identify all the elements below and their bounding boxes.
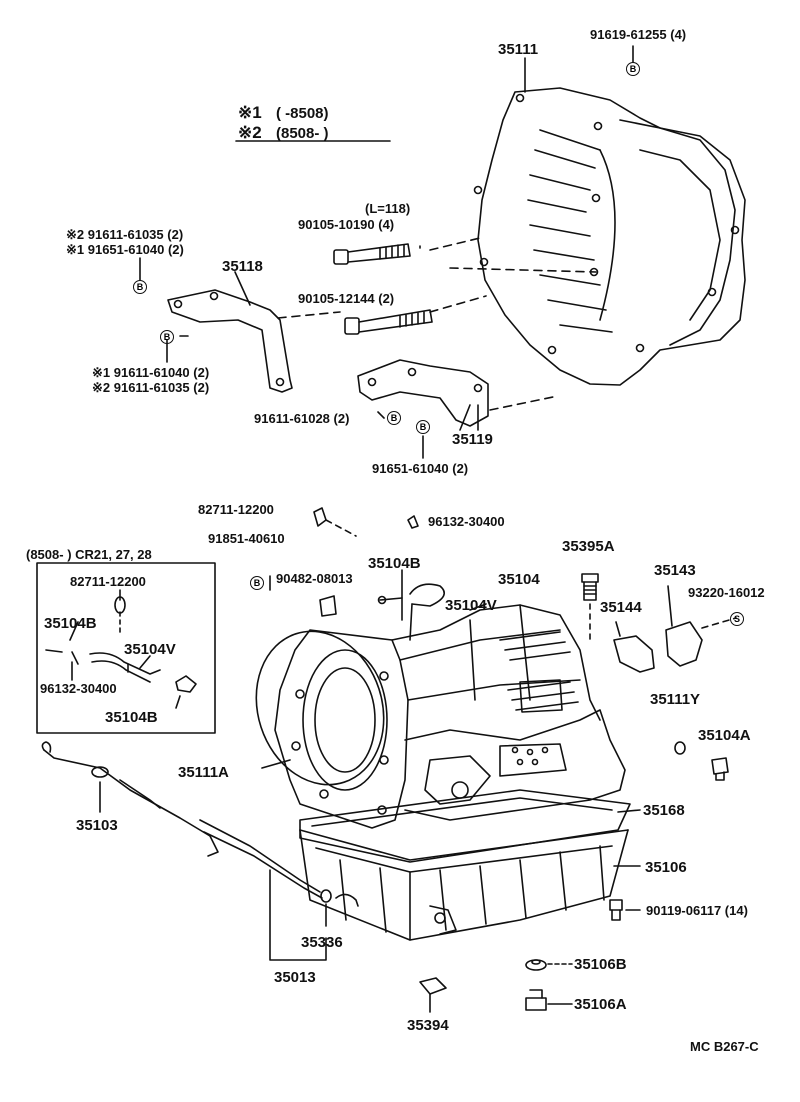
- label-35168: 35168: [643, 802, 685, 819]
- badge-b-91611-61028: B: [387, 411, 401, 425]
- label-35144: 35144: [600, 599, 642, 616]
- label-91851-40610: 91851-40610: [208, 531, 285, 546]
- label-35013: 35013: [274, 969, 316, 986]
- label-35111: 35111: [498, 41, 539, 58]
- inset-label-96132: 96132-30400: [40, 681, 117, 696]
- inset-header: (8508- ) CR21, 27, 28: [26, 547, 152, 562]
- label-35103: 35103: [76, 817, 118, 834]
- legend-note2-range: (8508- ): [276, 125, 329, 142]
- label-90119-06117: 90119-06117 (14): [646, 903, 748, 918]
- bracket-35119: [357, 359, 489, 427]
- oring-35111A: [255, 630, 385, 786]
- legend-note2-mark: ※2: [238, 123, 262, 142]
- label-35106A: 35106A: [574, 996, 627, 1013]
- badge-b-91619: B: [626, 62, 640, 76]
- label-35111A: 35111A: [178, 764, 229, 781]
- legend-note1-range: ( -8508): [276, 105, 329, 122]
- badge-b-91851: B: [250, 576, 264, 590]
- plug-35395A: [581, 573, 599, 641]
- label-93220-16012: 93220-16012: [688, 585, 765, 600]
- label-91611-61035-low: ※2 91611-61035 (2): [92, 380, 210, 395]
- badge-s-93220: S: [730, 612, 744, 626]
- filler-tube-35103: [41, 741, 323, 899]
- inset-label-35104V: 35104V: [124, 641, 176, 658]
- footer-code: MC B267-C: [690, 1039, 759, 1054]
- inset-label-82711: 82711-12200: [70, 574, 146, 589]
- label-90105-12144: 90105-12144 (2): [298, 291, 395, 306]
- housing-35111: [473, 87, 746, 386]
- label-96132-30400: 96132-30400: [428, 514, 505, 529]
- bolt-90105-10190: [333, 243, 411, 265]
- label-L118: (L=118): [365, 201, 411, 216]
- label-35395A: 35395A: [562, 538, 615, 555]
- label-35104B: 35104B: [368, 555, 421, 572]
- label-91651-61040-top: ※1 91651-61040 (2): [66, 242, 184, 257]
- oil-pan-35106: [299, 829, 629, 941]
- label-35336: 35336: [301, 934, 343, 951]
- label-91651-61040-low: 91651-61040 (2): [372, 461, 469, 476]
- label-91611-61040-low: ※1 91611-61040 (2): [92, 365, 210, 380]
- badge-b-bracket-top: B: [133, 280, 147, 294]
- transmission-35104: [274, 604, 626, 829]
- label-35106B: 35106B: [574, 956, 627, 973]
- label-91611-61028: 91611-61028 (2): [254, 411, 350, 426]
- label-90482-08013: 90482-08013: [276, 571, 353, 586]
- legend-note1-mark: ※1: [238, 103, 262, 122]
- label-35104: 35104: [498, 571, 540, 588]
- label-35118: 35118: [222, 258, 263, 275]
- label-91619-61255: 91619-61255 (4): [590, 27, 687, 42]
- label-82711-12200: 82711-12200: [198, 502, 274, 517]
- label-35104V: 35104V: [445, 597, 497, 614]
- badge-b-bracket-low: B: [160, 330, 174, 344]
- label-35119: 35119: [452, 431, 493, 448]
- label-35394: 35394: [407, 1017, 449, 1034]
- inset-box: [36, 562, 216, 734]
- inset-label-35104B-left: 35104B: [44, 615, 97, 632]
- label-35143: 35143: [654, 562, 696, 579]
- label-91611-61035-top: ※2 91611-61035 (2): [66, 227, 184, 242]
- inset-label-35104B-bottom: 35104B: [105, 709, 158, 726]
- label-35111Y: 35111Y: [650, 691, 701, 708]
- label-90105-10190: 90105-10190 (4): [298, 217, 395, 232]
- bracket-35118: [167, 289, 293, 393]
- bolt-90105-12144: [344, 309, 433, 335]
- label-35104A: 35104A: [698, 727, 751, 744]
- label-35106: 35106: [645, 859, 687, 876]
- badge-b-91651-low: B: [416, 420, 430, 434]
